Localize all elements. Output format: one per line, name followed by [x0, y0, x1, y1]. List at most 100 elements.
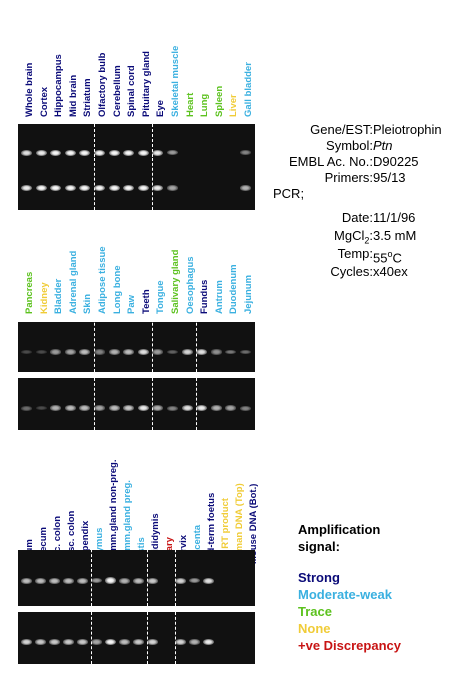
gel-band [123, 184, 135, 192]
lane-label: Fundus [199, 279, 211, 314]
gel-band [50, 349, 62, 355]
lane-label: Paw [126, 294, 138, 314]
info-value-text: D90225 [373, 154, 419, 169]
legend-title-line2: signal: [298, 539, 340, 554]
info-row: Symbol:Ptn [255, 138, 465, 154]
lane-divider [175, 520, 176, 606]
info-row: Cycles:x40ex [255, 264, 465, 280]
info-row: Primers:95/13 [255, 170, 465, 186]
lane-label: Duodenum [228, 264, 240, 314]
gel-band [167, 150, 178, 156]
lane-label: Olfactory bulb [97, 52, 108, 117]
gel-band [240, 405, 251, 411]
gel-band [50, 149, 62, 157]
gel-band [50, 405, 62, 411]
lane-divider [152, 292, 154, 372]
info-row: Temp:55oC [255, 246, 465, 265]
pcr-label: PCR; [273, 186, 305, 201]
info-value: Pleiotrophin [373, 122, 442, 138]
info-key-text: Date: [341, 210, 373, 225]
lane-label: Heart [184, 92, 196, 117]
legend-title-line1: Amplification [298, 522, 381, 537]
gel-band [49, 577, 60, 584]
gel-band [94, 405, 105, 411]
gel-band [91, 578, 102, 584]
info-key: Date: [342, 210, 373, 226]
info-key: Temp: [338, 246, 373, 262]
info-value: 55oC [373, 246, 402, 266]
lane-label: Spinal cord [126, 65, 138, 117]
lane-label: Bladder [53, 278, 65, 314]
gel-band [189, 639, 200, 645]
gel-band [35, 406, 47, 411]
info-row: Gene/EST:Pleiotrophin [255, 122, 465, 138]
lane-divider [175, 612, 176, 664]
gel-band [108, 149, 120, 157]
gel-band [196, 404, 208, 412]
lane-divider [195, 378, 197, 430]
gel-image [18, 158, 255, 210]
gel-band [196, 348, 208, 356]
lane-label: Adipose tissue [97, 246, 108, 314]
info-value-suffix: C [392, 250, 402, 266]
lane-label: Cortex [38, 86, 50, 117]
gel-band [64, 184, 76, 192]
info-value-text: 95/13 [373, 170, 406, 185]
lane-label: Salivary gland [170, 249, 181, 314]
info-key-text: Cycles: [330, 264, 373, 279]
gel-band [21, 639, 32, 646]
gel-band [94, 184, 105, 192]
lane-label: Striatum [82, 78, 94, 117]
lane-divider [91, 520, 92, 606]
info-value-text: 11/1/96 [373, 210, 416, 225]
gel-band [189, 578, 200, 584]
gel-band [181, 348, 193, 356]
lane-label: Oesophagus [184, 256, 196, 314]
gel-band [137, 404, 149, 412]
lane-label: Pancreas [24, 271, 35, 314]
info-row: EMBL Ac. No.:D90225 [255, 154, 465, 170]
info-value-text: 3.5 mM [373, 228, 417, 243]
lane-label: Skeletal muscle [170, 45, 181, 117]
gel-band [21, 349, 32, 355]
info-value: 3.5 mM [373, 228, 416, 244]
info-key-text: MgCl [334, 228, 365, 243]
info-value: 11/1/96 [373, 210, 415, 226]
gel-band [35, 577, 46, 584]
gel-band [79, 349, 91, 355]
info-value: Ptn [373, 138, 393, 154]
lane-divider [147, 612, 148, 664]
lane-label: Liver [228, 94, 240, 117]
gel-band [240, 150, 251, 156]
gel-band [147, 577, 158, 584]
lane-divider [152, 158, 154, 210]
legend-item-discrepancy: +ve Discrepancy [298, 638, 401, 653]
gel-band [152, 149, 164, 156]
lane-divider [152, 94, 154, 172]
lane-label: Whole brain [24, 62, 35, 117]
lane-divider [93, 94, 95, 172]
gel-band [94, 149, 105, 157]
lane-label: Antrum [213, 280, 225, 314]
info-row: Date:11/1/96 [255, 210, 465, 226]
gel-band [108, 405, 120, 412]
gel-band [35, 149, 47, 156]
gel-band [63, 577, 74, 584]
lane-label: Spleen [213, 85, 225, 117]
gel-band [105, 638, 116, 646]
lane-label: Cerebellum [111, 65, 123, 117]
gel-band [35, 639, 46, 646]
gel-band [152, 405, 164, 411]
legend-item-strong: Strong [298, 570, 340, 585]
lane-label: Lung [199, 93, 211, 117]
gel-band [64, 149, 76, 157]
gel-band [108, 184, 120, 192]
info-row: MgCl2:3.5 mM [255, 228, 465, 246]
info-key: MgCl2: [334, 228, 373, 249]
lane-divider [195, 292, 197, 372]
info-key-text: Symbol: [326, 138, 373, 153]
lane-divider [91, 612, 92, 664]
info-key-subscript: 2 [364, 235, 370, 246]
gel-band [225, 349, 237, 355]
